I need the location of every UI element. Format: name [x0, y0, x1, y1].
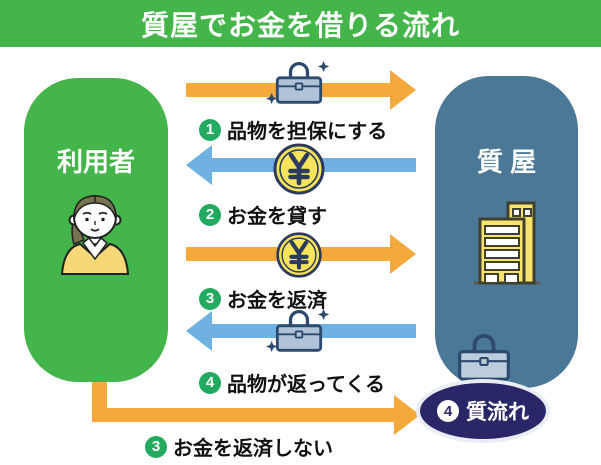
briefcase-icon: [266, 60, 330, 105]
badge-label: 質流れ: [466, 401, 529, 424]
step-label: 品物が返ってくる: [227, 374, 385, 396]
page-title: 質屋でお金を借りる流れ: [140, 9, 460, 41]
step-label: お金を返済しない: [173, 438, 333, 460]
yen-coin-icon: [276, 232, 322, 278]
sparkle-icon: [317, 60, 330, 73]
pawnshop-box: 質 屋: [435, 76, 578, 388]
arrow-step3b-no-repay: [92, 380, 420, 435]
step-label: お金を返済: [227, 290, 327, 312]
pawnshop-label: 質 屋: [476, 147, 537, 177]
sparkle-icon: [266, 92, 278, 105]
step-label: お金を貸す: [227, 206, 327, 228]
user-box: 利用者: [24, 78, 168, 382]
sparkle-icon: [317, 308, 330, 321]
forfeit-badge: 4 質流れ: [416, 379, 550, 443]
step-3b-label-row: 3 お金を返済しない: [145, 432, 333, 461]
briefcase-icon: [266, 308, 330, 353]
header-banner: 質屋でお金を借りる流れ: [0, 0, 601, 47]
step-label: 品物を担保にする: [227, 121, 388, 143]
step-3-label-row: 3 お金を返済: [199, 284, 327, 313]
sparkle-icon: [266, 340, 278, 353]
step-number-badge: 2: [199, 203, 221, 226]
badge-number: 4: [437, 400, 459, 422]
step-number-badge: 4: [199, 371, 221, 394]
step-2-label-row: 2 お金を貸す: [199, 200, 327, 229]
step-number-badge: 1: [199, 118, 221, 141]
step-4-label-row: 4 品物が返ってくる: [199, 368, 385, 397]
building-icon: [474, 201, 540, 285]
step-1-label-row: 1 品物を担保にする: [199, 115, 387, 144]
woman-person-icon: [60, 195, 130, 275]
yen-coin-icon: [273, 143, 325, 195]
step-number-badge: 3: [145, 435, 167, 458]
step-number-badge: 3: [199, 287, 221, 310]
user-label: 利用者: [56, 147, 135, 177]
